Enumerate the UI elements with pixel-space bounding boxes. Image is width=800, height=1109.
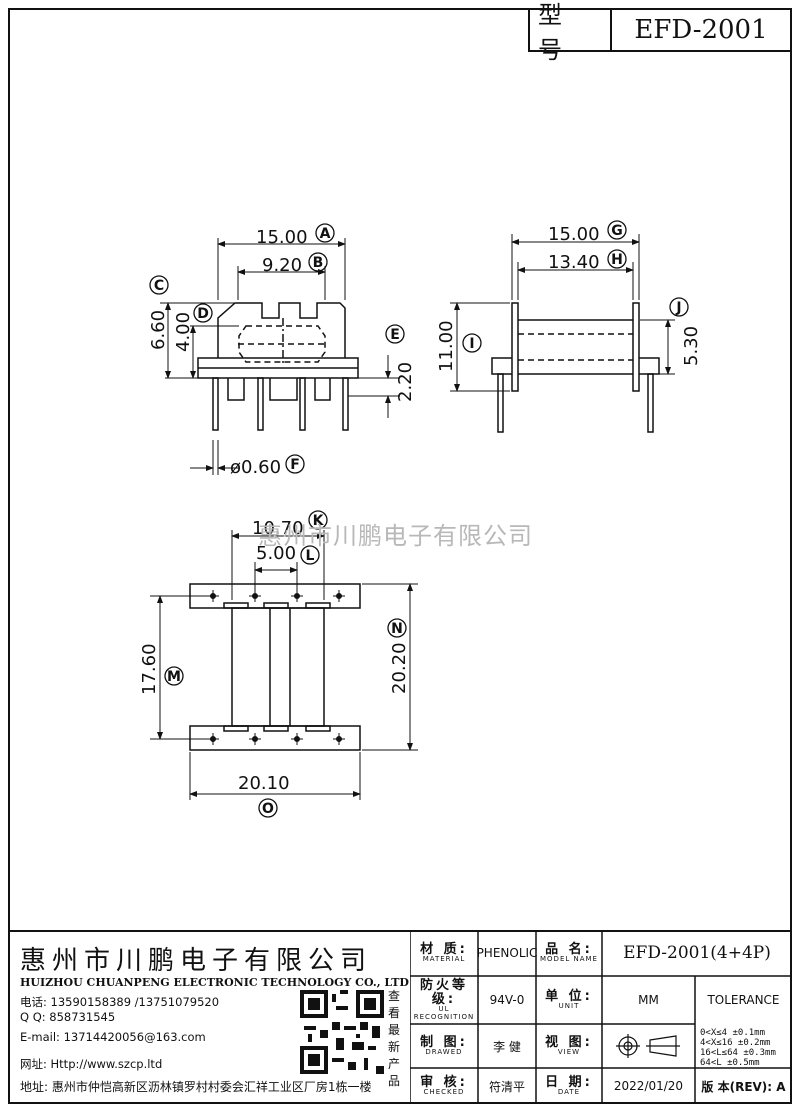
dim-m: 17.60: [139, 643, 160, 695]
marker-i: I: [462, 333, 482, 353]
dim-f: ø0.60: [230, 457, 281, 478]
tolerance-header: TOLERANCE: [707, 993, 780, 1007]
checked-caption: 审 核:CHECKED: [420, 1074, 468, 1097]
projection-symbol-icon: [602, 1024, 695, 1068]
drawn-caption: 制 图:DRAWED: [420, 1034, 468, 1057]
svg-text:B: B: [313, 255, 324, 271]
side-view: [450, 234, 675, 433]
address-text: 地址: 惠州市仲恺高新区沥林镇罗村村委会汇祥工业区厂房1栋一楼: [20, 1080, 372, 1094]
marker-b: B: [308, 252, 328, 272]
svg-text:I: I: [469, 336, 474, 352]
ul-value: 94V-0: [489, 993, 525, 1007]
marker-e: E: [385, 324, 405, 344]
dim-k: 10.70: [252, 518, 304, 539]
marker-n: N: [387, 618, 407, 638]
svg-text:J: J: [675, 300, 681, 316]
ul-caption: 防火等级:UL RECOGNITION: [413, 978, 475, 1021]
front-view: [160, 238, 400, 475]
phone-text: 电话: 13590158389 /13751079520: [20, 995, 220, 1009]
drawn-value: 李 健: [493, 1039, 521, 1054]
svg-text:H: H: [611, 252, 623, 268]
qr-code-icon[interactable]: [300, 990, 384, 1074]
marker-a: A: [315, 223, 335, 243]
email-text: E-mail: 13714420056@163.com: [20, 1030, 206, 1044]
company-name-cn: 惠州市川鹏电子有限公司: [20, 946, 373, 976]
marker-o: O: [258, 798, 278, 818]
marker-l: L: [300, 545, 320, 565]
svg-text:F: F: [290, 457, 300, 473]
dimension-markers: A B C D E F G H I J K L M N O: [149, 220, 689, 818]
dim-i: 11.00: [436, 320, 457, 372]
marker-f: F: [285, 454, 305, 474]
dim-d: 4.00: [173, 312, 194, 352]
svg-text:G: G: [611, 223, 623, 239]
website-link[interactable]: 网址: Http://www.szcp.ltd: [20, 1057, 163, 1071]
svg-text:M: M: [167, 669, 181, 685]
dim-e: 2.20: [395, 362, 416, 402]
marker-j: J: [669, 297, 689, 317]
marker-d: D: [193, 303, 213, 323]
tolerance-table: 0<X≤4 ±0.1mm 4<X≤16 ±0.2mm 16<L≤64 ±0.3m…: [700, 1028, 776, 1068]
model-name-caption: 品 名:MODEL NAME: [540, 941, 598, 964]
qr-note: 查看最新产品: [388, 989, 401, 1088]
revision-value: 版 本(REV): A: [701, 1079, 786, 1094]
dim-n: 20.20: [389, 642, 410, 694]
marker-h: H: [607, 249, 627, 269]
drawing-frame: [8, 8, 792, 1104]
technical-drawing: 15.00 9.20 6.60 4.00 2.20 ø0.60 15.00 13…: [139, 220, 702, 818]
marker-m: M: [164, 666, 184, 686]
dim-a: 15.00: [256, 227, 308, 248]
company-name-en: HUIZHOU CHUANPENG ELECTRONIC TECHNOLOGY …: [20, 976, 409, 989]
checked-value: 符清平: [488, 1079, 525, 1094]
model-name-value: EFD-2001(4+4P): [623, 943, 771, 963]
svg-text:O: O: [262, 801, 274, 817]
model-value: EFD-2001: [634, 15, 768, 45]
marker-c: C: [149, 275, 169, 295]
marker-k: K: [308, 510, 328, 530]
bottom-view: [150, 530, 418, 800]
svg-text:E: E: [390, 327, 400, 343]
qq-text: Q Q: 858731545: [20, 1010, 116, 1024]
dim-c: 6.60: [148, 310, 169, 350]
dimension-labels: 15.00 9.20 6.60 4.00 2.20 ø0.60 15.00 13…: [139, 224, 702, 794]
watermark: 惠州市川鹏电子有限公司: [258, 522, 533, 550]
date-value: 2022/01/20: [613, 1079, 684, 1093]
svg-text:A: A: [320, 226, 331, 242]
material-caption: 材 质:MATERIAL: [420, 941, 468, 964]
title-grid-lines: [410, 930, 792, 1104]
svg-text:L: L: [306, 548, 315, 564]
material-value: PHENOLIC: [476, 946, 538, 960]
view-caption: 视 图:VIEW: [545, 1034, 593, 1057]
title-block: [8, 930, 792, 1106]
dim-j: 5.30: [681, 326, 702, 366]
dim-g: 15.00: [548, 224, 600, 245]
marker-g: G: [607, 220, 627, 240]
svg-text:C: C: [154, 278, 164, 294]
svg-text:D: D: [197, 306, 209, 322]
svg-text:N: N: [391, 621, 403, 637]
dim-b: 9.20: [262, 255, 302, 276]
svg-text:K: K: [313, 513, 325, 529]
date-caption: 日 期:DATE: [545, 1074, 593, 1097]
unit-value: MM: [638, 993, 659, 1007]
title-grid: 材 质:MATERIAL PHENOLIC 品 名:MODEL NAME EFD…: [410, 930, 792, 1104]
dim-o: 20.10: [238, 773, 290, 794]
front-pins: [212, 377, 349, 431]
dim-h: 13.40: [548, 252, 600, 273]
dim-l: 5.00: [256, 543, 296, 564]
unit-caption: 单 位:UNIT: [545, 988, 593, 1011]
